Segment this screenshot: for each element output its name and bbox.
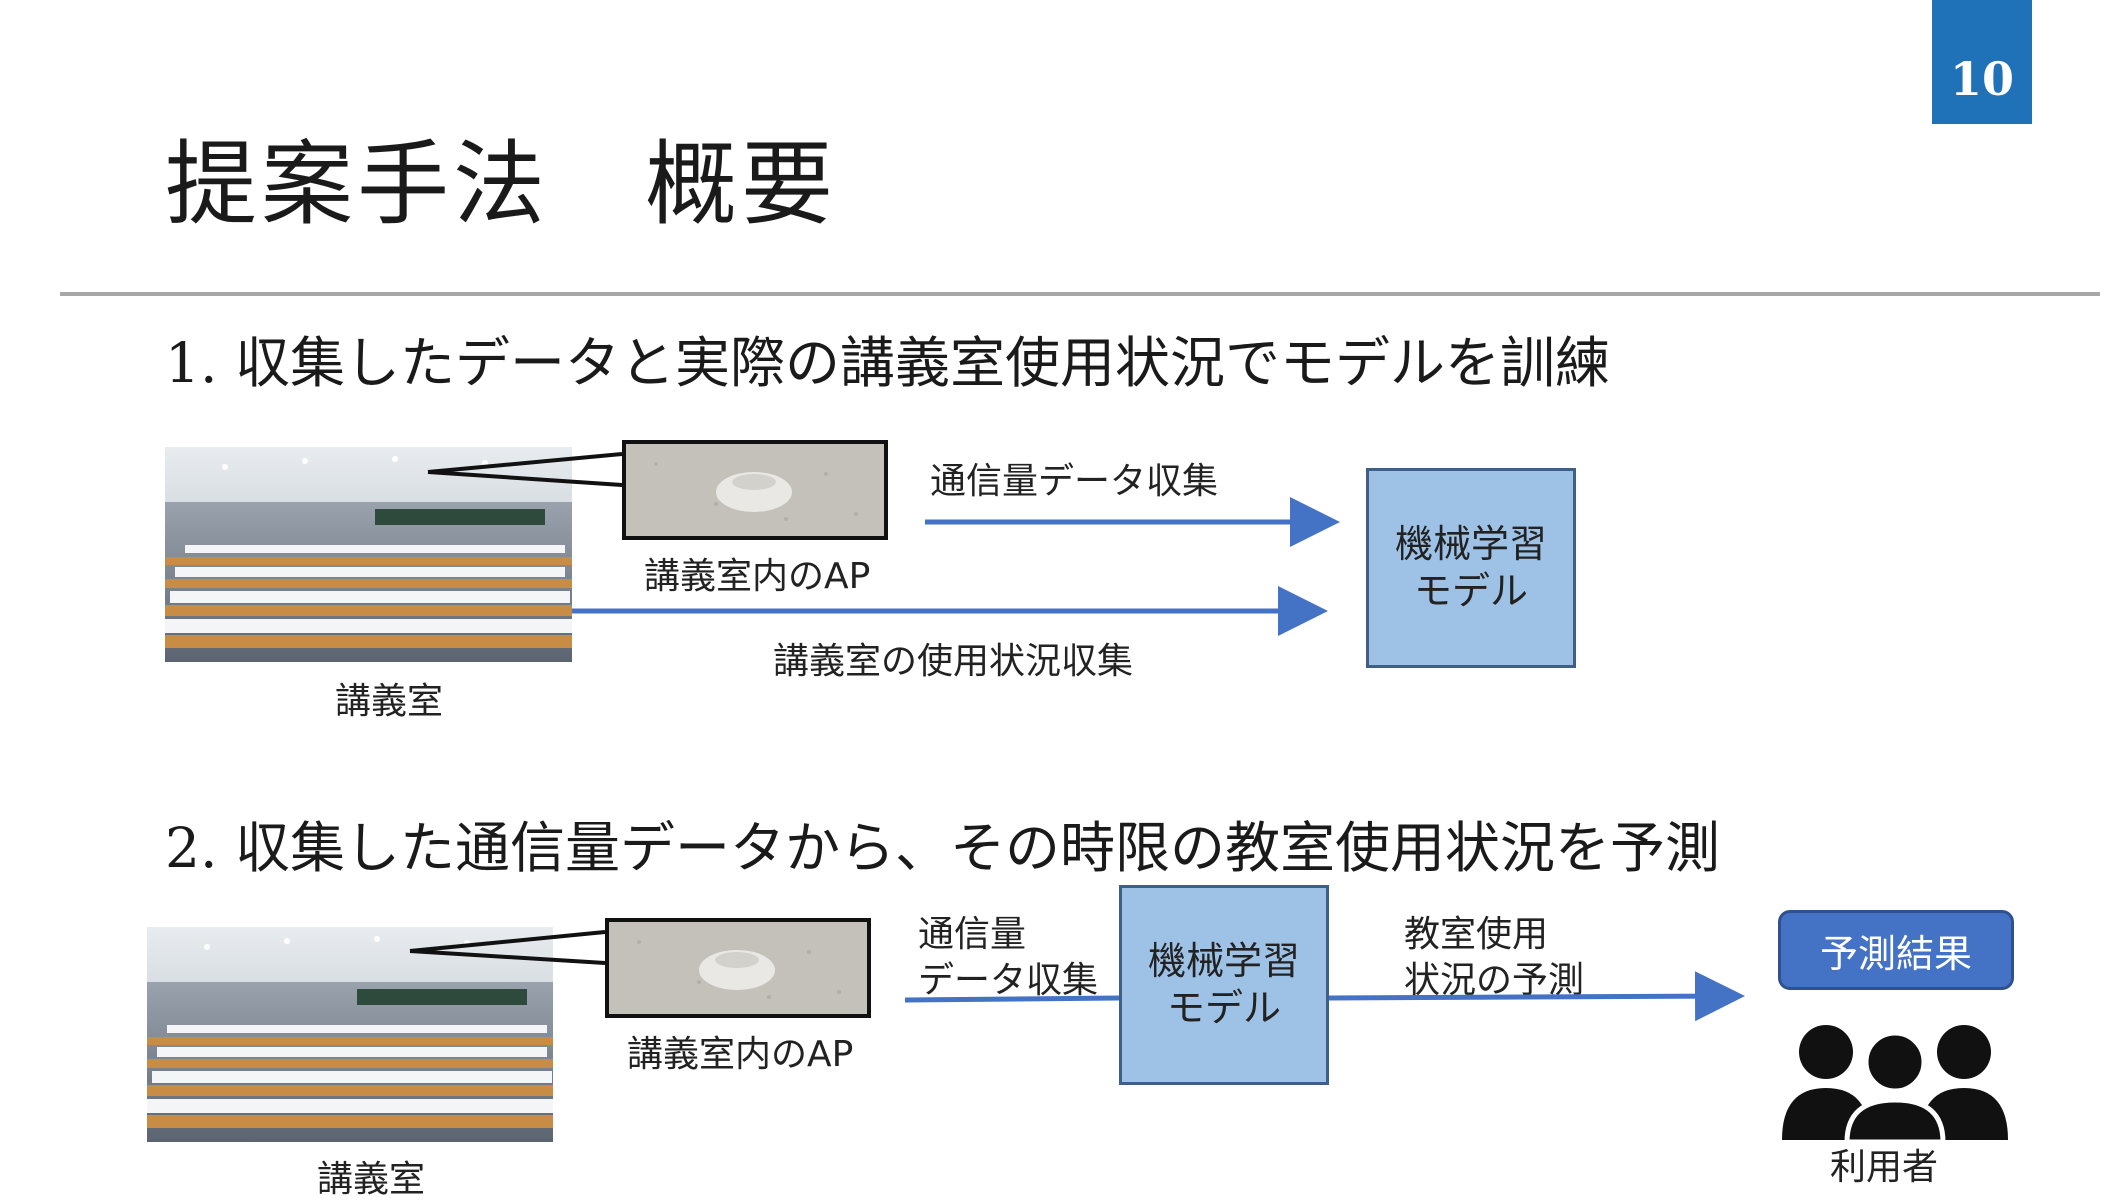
prediction-result-label: 予測結果 [1819, 931, 1972, 976]
traffic-collection-label: 通信量データ収集 [930, 461, 1219, 502]
access-point-image [626, 444, 884, 536]
lecture-room-photo [165, 447, 572, 662]
lecture-room-image-2 [147, 927, 553, 1142]
ml-model-box-2: 機械学習 モデル [1119, 885, 1329, 1085]
prediction-line2: 状況の予測 [1404, 960, 1585, 1001]
ml-model-line2: モデル [1413, 569, 1528, 613]
lecture-room-image [165, 447, 572, 662]
prediction-label: 教室使用 状況の予測 [1404, 912, 1584, 1004]
prediction-line1: 教室使用 [1404, 914, 1549, 955]
lecture-room-photo-2 [147, 927, 553, 1142]
title-divider [60, 292, 2100, 296]
callout-line-bottom-2 [409, 949, 606, 965]
callout-line-bottom [427, 470, 623, 487]
ml-model-2-line1: 機械学習 [1147, 938, 1300, 983]
traffic-collection-label-2: 通信量 データ収集 [918, 912, 1098, 1004]
section2-heading: 2. 収集した通信量データから、その時限の教室使用状況を予測 [165, 816, 1720, 880]
ml-model-2-line2: モデル [1166, 986, 1281, 1030]
callout-line-top [427, 452, 623, 474]
section1-heading: 1. 収集したデータと実際の講義室使用状況でモデルを訓練 [165, 331, 1610, 395]
traffic-line2: データ収集 [918, 960, 1099, 1001]
traffic-line1: 通信量 [918, 914, 1027, 955]
lecture-room-label: 講義室 [335, 681, 444, 722]
ap-label: 講義室内のAP [644, 556, 871, 597]
access-point-photo-2 [605, 918, 871, 1018]
users-icon [1770, 1022, 2020, 1145]
callout-line-top-2 [409, 930, 606, 953]
ml-model-line1: 機械学習 [1394, 521, 1547, 566]
prediction-arrow [1328, 971, 1745, 1022]
users-group-icon [1782, 1025, 2008, 1145]
ap-label-2: 講義室内のAP [627, 1034, 854, 1075]
ml-model-box: 機械学習 モデル [1366, 468, 1576, 668]
slide-title: 提案手法 概要 [165, 131, 838, 238]
access-point-image-2 [609, 922, 867, 1014]
usage-collection-label: 講義室の使用状況収集 [773, 641, 1134, 682]
users-label: 利用者 [1830, 1147, 1939, 1188]
prediction-result-box: 予測結果 [1778, 910, 2014, 990]
traffic-line-2 [904, 995, 1120, 1003]
page-number: 10 [1932, 0, 2032, 124]
access-point-photo [622, 440, 888, 540]
